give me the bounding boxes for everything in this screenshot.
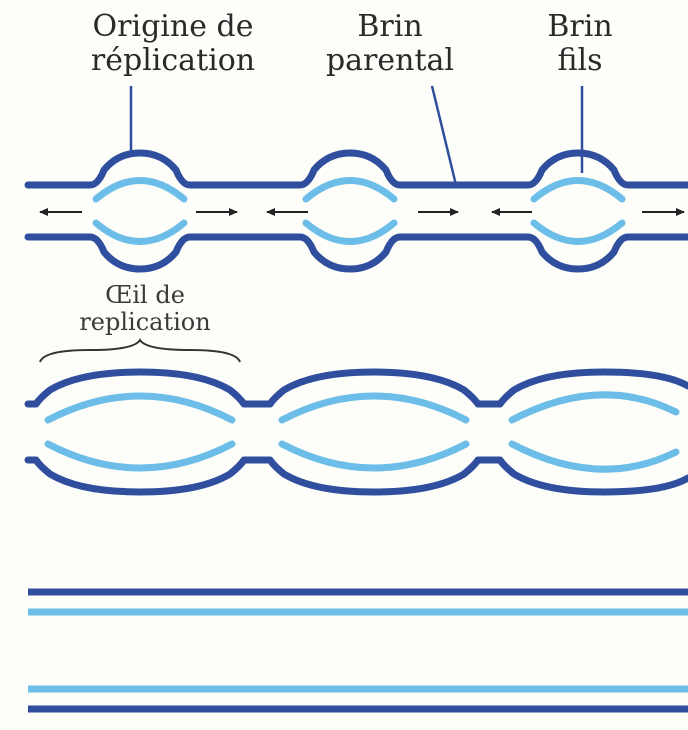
eye-brace (40, 340, 240, 362)
stage2-bubble1-daughter-top (48, 396, 232, 420)
stage-2-elongation (28, 372, 688, 492)
stage1-bubble3-daughter-bottom (534, 223, 622, 242)
label-eye-line2: replication (50, 309, 240, 336)
label-daughter-strand: Brin fils (530, 10, 630, 77)
label-daughter-line1: Brin (530, 10, 630, 44)
stage2-bubble1-daughter-bottom (48, 444, 232, 468)
stage1-bubble1-daughter-bottom (96, 223, 184, 242)
label-eye-line1: Œil de (50, 282, 240, 309)
stage2-bubble3-daughter-bottom (512, 444, 676, 469)
label-origin-line2: réplication (78, 44, 268, 78)
label-parental-line1: Brin (320, 10, 460, 44)
stage1-bubble2-daughter-bottom (306, 223, 394, 242)
stage1-bubble1-daughter-top (96, 181, 184, 200)
stage2-bubble2-daughter-bottom (282, 444, 466, 468)
label-replication-origin: Origine de réplication (78, 10, 268, 77)
stage2-bubble2-daughter-top (282, 396, 466, 420)
stage-1-initiation (28, 86, 688, 269)
label-daughter-line2: fils (530, 44, 630, 78)
label-origin-line1: Origine de (78, 10, 268, 44)
label-parental-strand: Brin parental (320, 10, 460, 77)
label-replication-eye: Œil de replication (50, 282, 240, 336)
stage1-bubble2-daughter-top (306, 181, 394, 200)
leader-parental (432, 86, 456, 185)
stage2-bubble3-daughter-top (512, 395, 676, 420)
label-parental-line2: parental (320, 44, 460, 78)
stage1-bubble3-daughter-top (534, 181, 622, 200)
stage-3-termination (28, 592, 688, 709)
